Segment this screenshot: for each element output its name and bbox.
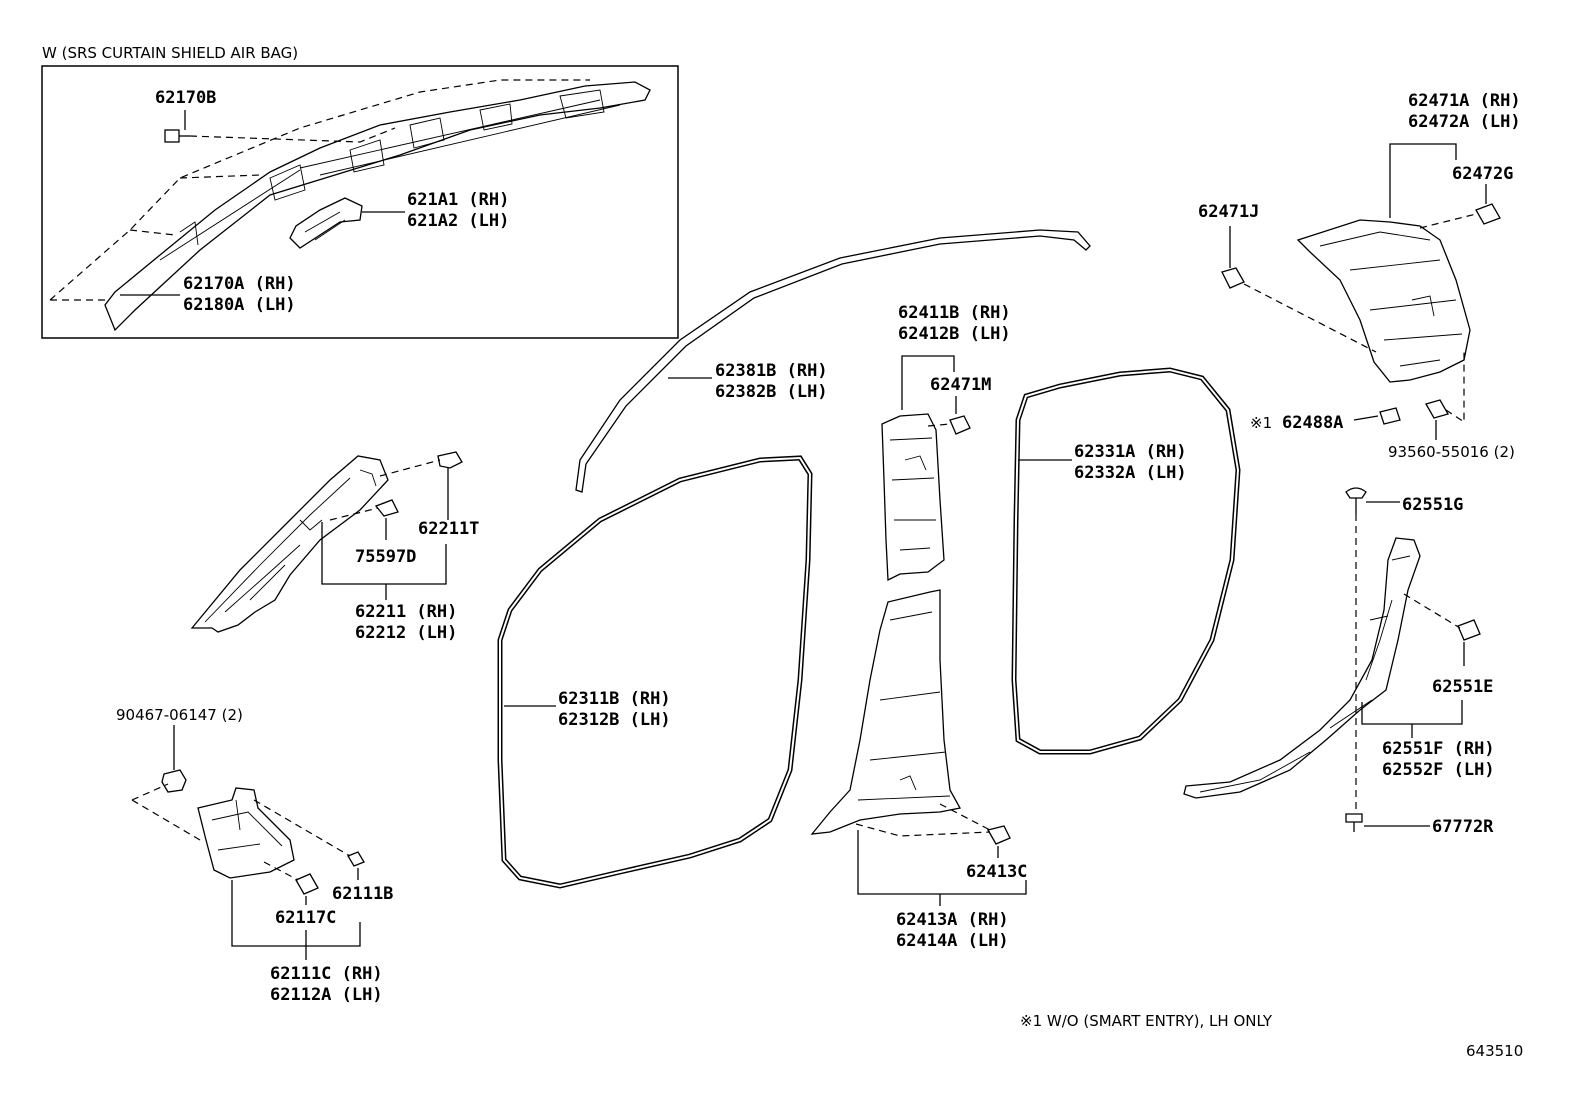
bracket-621A1	[289, 197, 363, 249]
rear-side-garnish-group: 62551G 62551E 62551F (RH) 62552F (LH) 67…	[1183, 487, 1495, 837]
label-62170A: 62170A (RH)	[183, 274, 296, 294]
clip-icon	[1425, 399, 1449, 419]
label-62111C: 62111C (RH)	[270, 964, 383, 984]
label-62211: 62211 (RH)	[355, 602, 457, 622]
diagram-id: 643510	[1466, 1042, 1523, 1060]
clip-icon	[347, 851, 365, 867]
label-62411B: 62411B (RH)	[898, 303, 1011, 323]
label-62331A: 62331A (RH)	[1074, 442, 1187, 462]
label-62552F: 62552F (LH)	[1382, 760, 1495, 780]
inset-airbag: W (SRS CURTAIN SHIELD AIR BAG) 62170B 62…	[41, 44, 679, 339]
mark-62488A: ※1	[1250, 414, 1272, 432]
clip-icon	[437, 451, 463, 469]
footnote: ※1 W/O (SMART ENTRY), LH ONLY	[1020, 1012, 1273, 1030]
rear-door-seal-group: 62331A (RH) 62332A (LH)	[1011, 367, 1241, 755]
quarter-upper-garnish	[1296, 219, 1471, 383]
inset-frame	[41, 65, 679, 339]
center-pillar-lower-group: 62413C 62413A (RH) 62414A (LH)	[810, 589, 1027, 951]
label-62332A: 62332A (LH)	[1074, 463, 1187, 483]
label-62413C: 62413C	[966, 862, 1027, 882]
center-pillar-upper-garnish	[881, 413, 945, 582]
label-75597D: 75597D	[355, 547, 416, 567]
label-62112A: 62112A (LH)	[270, 985, 383, 1005]
rear-side-garnish	[1183, 537, 1421, 799]
inset-title: W (SRS CURTAIN SHIELD AIR BAG)	[42, 44, 298, 62]
label-62211T: 62211T	[418, 519, 479, 539]
label-62170B: 62170B	[155, 88, 216, 108]
center-pillar-upper-group: 62411B (RH) 62412B (LH) 62471M	[881, 303, 1011, 582]
label-90467: 90467-06147 (2)	[116, 706, 243, 724]
bolt-icon	[164, 129, 190, 143]
roof-weatherstrip-group: 62381B (RH) 62382B (LH)	[575, 229, 1091, 493]
label-62413A: 62413A (RH)	[896, 910, 1009, 930]
rear-door-seal	[1011, 367, 1241, 755]
clip-icon	[987, 825, 1011, 845]
label-62312B: 62312B (LH)	[558, 710, 671, 730]
label-62472A: 62472A (LH)	[1408, 112, 1521, 132]
label-62212: 62212 (LH)	[355, 623, 457, 643]
label-62117C: 62117C	[275, 908, 336, 928]
cowl-side-trim-group: 90467-06147 (2) 62111B 62117C 62111C (RH…	[116, 706, 393, 1005]
label-62471J: 62471J	[1198, 202, 1259, 222]
nut-icon	[161, 769, 187, 793]
label-62471A: 62471A (RH)	[1408, 91, 1521, 111]
clip-icon	[949, 415, 971, 435]
clip-icon	[1221, 267, 1245, 289]
clip-icon	[1475, 203, 1501, 225]
label-62381B: 62381B (RH)	[715, 361, 828, 381]
label-62471M: 62471M	[930, 375, 991, 395]
label-62414A: 62414A (LH)	[896, 931, 1009, 951]
curtain-airbag	[104, 81, 651, 332]
front-door-seal-group: 62311B (RH) 62312B (LH)	[497, 455, 813, 889]
label-621A2: 621A2 (LH)	[407, 211, 509, 231]
screw-icon	[1345, 813, 1363, 832]
clip-icon	[374, 499, 399, 517]
clip-icon	[1457, 619, 1481, 641]
roof-weatherstrip	[575, 229, 1091, 493]
a-pillar-garnish-group: 62211T 75597D 62211 (RH) 62212 (LH)	[190, 451, 479, 643]
front-door-seal	[497, 455, 813, 889]
label-62551G: 62551G	[1402, 495, 1463, 515]
label-62551F: 62551F (RH)	[1382, 739, 1495, 759]
label-62488A: 62488A	[1282, 413, 1343, 433]
a-pillar-garnish	[190, 455, 389, 633]
label-62412B: 62412B (LH)	[898, 324, 1011, 344]
label-62551E: 62551E	[1432, 677, 1493, 697]
quarter-garnish-group: 62471A (RH) 62472A (LH) 62472G 62471J ※1…	[1198, 91, 1521, 461]
label-62180A: 62180A (LH)	[183, 295, 296, 315]
label-93560: 93560-55016 (2)	[1388, 443, 1515, 461]
screw-icon	[1345, 487, 1367, 514]
label-67772R: 67772R	[1432, 817, 1494, 837]
label-62311B: 62311B (RH)	[558, 689, 671, 709]
center-pillar-lower-garnish	[810, 589, 962, 835]
clip-icon	[295, 873, 319, 895]
cowl-side-trim	[197, 787, 295, 879]
label-62472G: 62472G	[1452, 164, 1513, 184]
connector-icon	[1379, 407, 1401, 425]
label-621A1: 621A1 (RH)	[407, 190, 509, 210]
label-62111B: 62111B	[332, 884, 393, 904]
label-62382B: 62382B (LH)	[715, 382, 828, 402]
